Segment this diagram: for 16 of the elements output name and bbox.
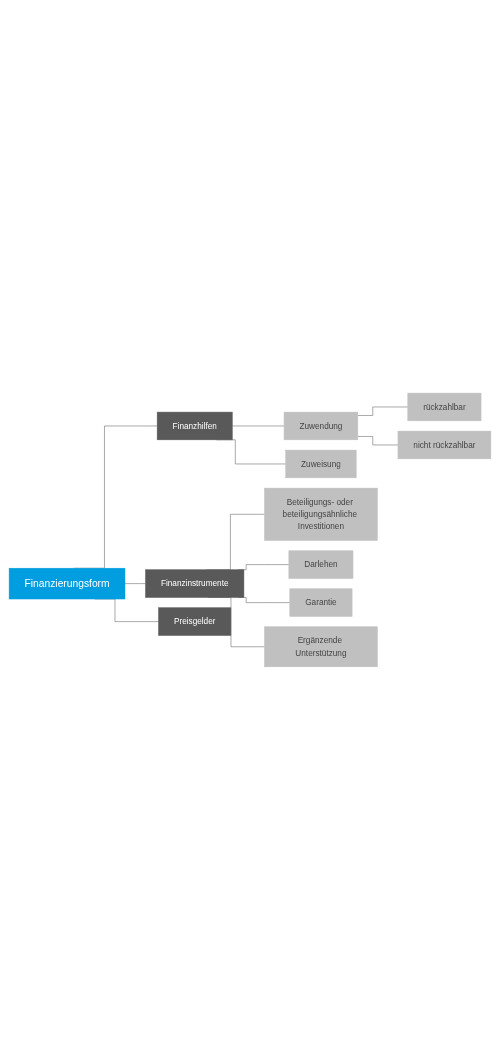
node-box: Darlehen [288, 550, 354, 579]
node-box: rückzahlbar [407, 392, 482, 421]
node-box: Finanzinstrumente [145, 569, 245, 598]
node-box: Beteiligungs- oder beteiligungsähnliche Investitionen [264, 487, 378, 541]
node-box: Zuwendung [283, 411, 359, 440]
node-box: Preisgelder [158, 607, 232, 636]
node-box: Finanzhilfen [156, 411, 233, 440]
node-box: Garantie [289, 588, 353, 617]
connector [357, 406, 409, 416]
connector [232, 425, 285, 426]
connector [357, 435, 399, 445]
connector [124, 582, 146, 584]
node-box: Finanzierungsform [8, 567, 126, 599]
node-box: Zuweisung [285, 449, 357, 478]
node-box: Ergänzende Unterstützung [264, 626, 378, 667]
node-box: nicht rückzahlbar [397, 430, 492, 459]
